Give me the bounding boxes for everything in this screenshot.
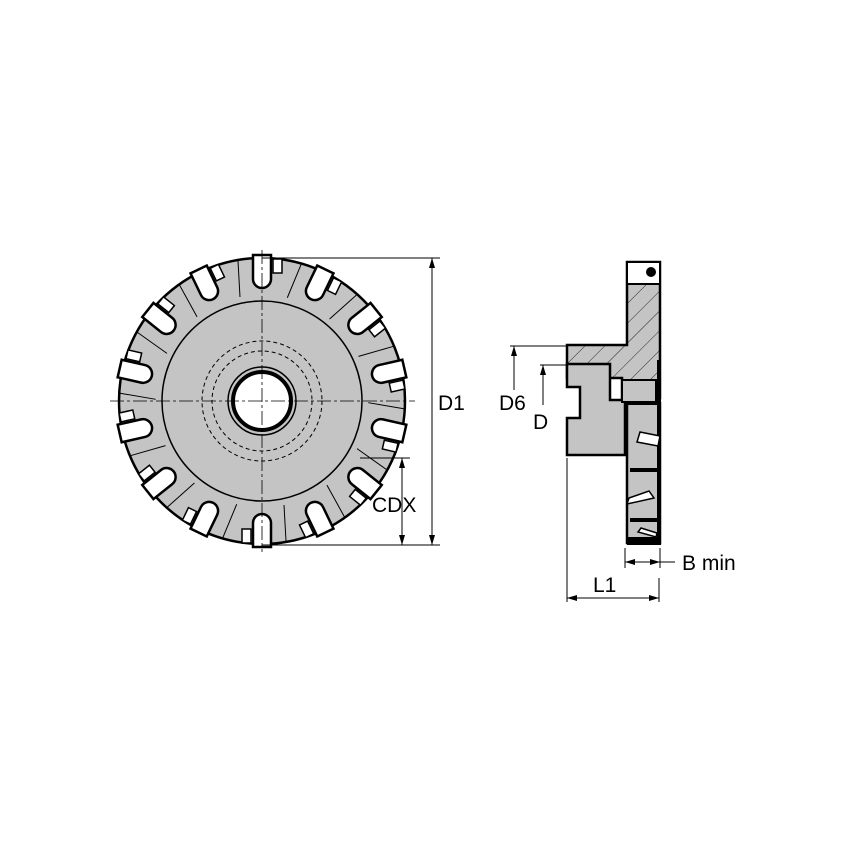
tooth-slot bbox=[181, 500, 238, 539]
insert-bottom bbox=[627, 537, 660, 545]
d-dimension: D bbox=[533, 364, 566, 434]
tooth-slot bbox=[116, 349, 156, 400]
d1-label: D1 bbox=[438, 392, 465, 415]
insert bbox=[381, 439, 399, 453]
cdx-label: CDX bbox=[372, 494, 416, 517]
insert bbox=[326, 276, 343, 296]
insert bbox=[137, 464, 157, 482]
l1-label: L1 bbox=[593, 574, 616, 597]
side-view bbox=[565, 260, 662, 545]
tooth-slot bbox=[368, 402, 408, 453]
tooth-slot bbox=[137, 295, 177, 354]
insert bbox=[181, 506, 198, 526]
tooth-slot bbox=[358, 345, 408, 393]
d6-label: D6 bbox=[499, 392, 526, 415]
hub-step bbox=[621, 379, 657, 403]
insert bbox=[125, 349, 143, 363]
tooth-slots bbox=[116, 253, 408, 549]
insert bbox=[367, 320, 387, 338]
tooth-slot bbox=[237, 253, 283, 298]
d6-dimension: D6 bbox=[499, 345, 566, 415]
insert bbox=[118, 409, 136, 423]
insert bbox=[156, 295, 176, 314]
insert bbox=[625, 490, 656, 506]
hub-section bbox=[565, 362, 629, 457]
insert bbox=[272, 258, 283, 274]
insert bbox=[241, 528, 252, 544]
insert bbox=[348, 488, 368, 507]
insert bbox=[388, 379, 406, 393]
l1-dimension: L1 bbox=[566, 458, 660, 602]
tooth-slot bbox=[179, 263, 226, 318]
tooth-slot bbox=[298, 484, 345, 539]
tooth-slot bbox=[347, 448, 387, 507]
insert bbox=[298, 520, 315, 539]
b-min-label: B min bbox=[682, 552, 736, 575]
front-view bbox=[110, 250, 415, 552]
b-min-dimension: B min bbox=[624, 548, 736, 575]
tooth-slot bbox=[286, 263, 343, 302]
d-label: D bbox=[533, 411, 548, 434]
cdx-dimension: CDX bbox=[360, 457, 416, 545]
tooth-slot bbox=[137, 464, 195, 508]
insert bbox=[209, 263, 226, 282]
d1-dimension: D1 bbox=[262, 257, 465, 546]
tooth-slot bbox=[116, 409, 166, 457]
tooth-slot bbox=[329, 294, 387, 338]
screw-icon bbox=[646, 267, 656, 277]
insert bbox=[636, 431, 661, 447]
